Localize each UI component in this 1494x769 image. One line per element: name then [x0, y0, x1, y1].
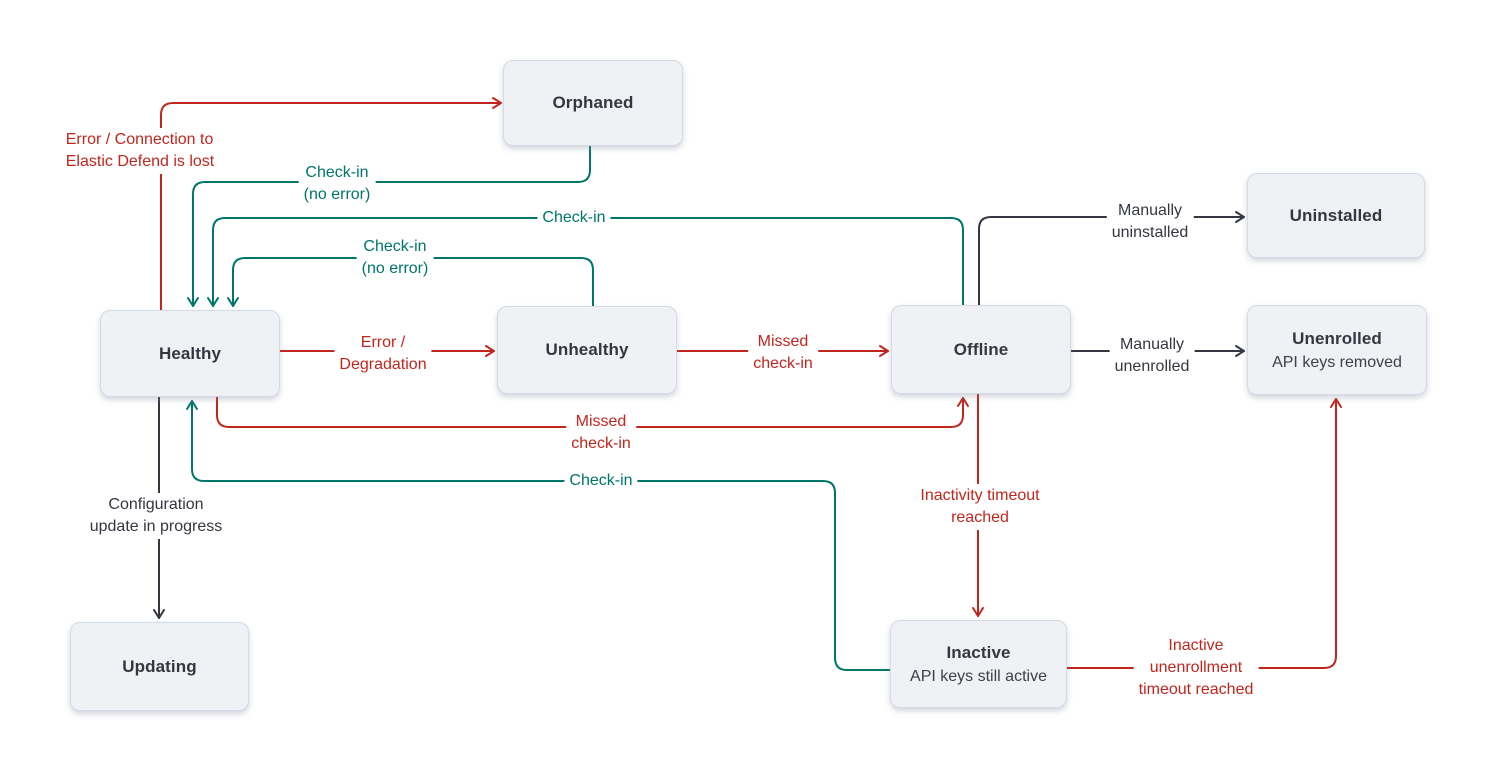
edge-label-healthy-to-offline-missed: Missed check-in: [566, 410, 636, 456]
edge-offline-to-healthy: [207, 217, 964, 307]
edge-label-line: unenrollment: [1149, 659, 1243, 676]
edge-healthy-to-orphaned: [160, 97, 502, 311]
edge-orphaned-to-healthy: [187, 145, 591, 307]
edge-label-line: Degradation: [339, 356, 427, 373]
state-node-title: Updating: [122, 656, 197, 676]
state-node-title: Healthy: [158, 343, 222, 363]
edge-label-line: reached: [951, 509, 1009, 526]
edge-label-inactive-to-healthy-checkin: Check-in: [564, 469, 638, 493]
edge-label-line: Check-in: [363, 238, 427, 255]
state-node-unhealthy: Unhealthy: [497, 306, 677, 394]
edge-label-healthy-to-updating: Configuration update in progress: [84, 493, 228, 539]
edge-label-line: (no error): [361, 260, 429, 277]
edge-label-line: check-in: [571, 435, 631, 452]
edge-label-line: uninstalled: [1111, 224, 1189, 241]
edge-label-unhealthy-to-healthy: Check-in (no error): [356, 235, 434, 281]
state-node-sublabel: API keys removed: [1272, 353, 1402, 371]
edge-label-orphaned-to-healthy: Check-in (no error): [298, 161, 376, 207]
edge-label-line: Elastic Defend is lost: [65, 153, 215, 170]
edge-label-unhealthy-to-offline: Missed check-in: [748, 330, 818, 376]
edge-label-healthy-to-unhealthy: Error / Degradation: [334, 331, 432, 377]
edge-inactive-to-unenrolled: [1066, 398, 1342, 669]
edge-label-inactive-to-unenrolled: Inactive unenrollment timeout reached: [1133, 634, 1259, 702]
edge-label-line: Error /: [360, 334, 406, 351]
edge-label-offline-to-uninstalled: Manually uninstalled: [1106, 199, 1194, 245]
state-node-title: Unenrolled: [1292, 328, 1382, 348]
state-node-title: Inactive: [946, 642, 1011, 662]
edge-label-line: Missed: [757, 333, 809, 350]
state-node-title: Uninstalled: [1289, 205, 1383, 225]
edge-label-line: update in progress: [89, 518, 223, 535]
edge-label-line: Inactivity timeout: [920, 487, 1040, 504]
edge-label-offline-to-inactive: Inactivity timeout reached: [915, 484, 1045, 530]
edge-label-line: check-in: [753, 355, 813, 372]
state-node-offline: Offline: [891, 305, 1071, 394]
edge-label-line: Check-in: [305, 164, 369, 181]
edge-label-offline-to-healthy: Check-in: [537, 206, 611, 230]
state-node-updating: Updating: [70, 622, 249, 711]
edge-label-line: Check-in: [569, 472, 633, 489]
state-node-uninstalled: Uninstalled: [1247, 173, 1425, 258]
edge-label-line: Error / Connection to: [65, 131, 214, 148]
state-node-orphaned: Orphaned: [503, 60, 683, 146]
state-node-title: Orphaned: [552, 93, 634, 112]
edge-label-line: Configuration: [108, 496, 204, 513]
state-node-title: Unhealthy: [545, 340, 629, 359]
state-node-title: Offline: [953, 339, 1009, 359]
edge-offline-to-uninstalled: [978, 211, 1245, 306]
edge-label-line: Missed: [575, 413, 627, 430]
edge-label-line: Manually: [1119, 336, 1185, 353]
edge-label-line: unenrolled: [1114, 358, 1190, 375]
edge-label-line: Manually: [1117, 202, 1183, 219]
state-node-sublabel: API keys still active: [910, 667, 1047, 685]
edge-label-line: Check-in: [542, 209, 606, 226]
edge-label-line: (no error): [303, 186, 371, 203]
state-node-healthy: Healthy: [100, 310, 280, 397]
edge-label-line: timeout reached: [1138, 681, 1254, 698]
edge-label-offline-to-unenrolled: Manually unenrolled: [1109, 333, 1195, 379]
edge-label-healthy-to-orphaned: Error / Connection to Elastic Defend is l…: [60, 128, 220, 174]
edge-inactive-to-healthy-checkin: [186, 400, 891, 671]
edge-label-line: Inactive: [1168, 637, 1224, 654]
